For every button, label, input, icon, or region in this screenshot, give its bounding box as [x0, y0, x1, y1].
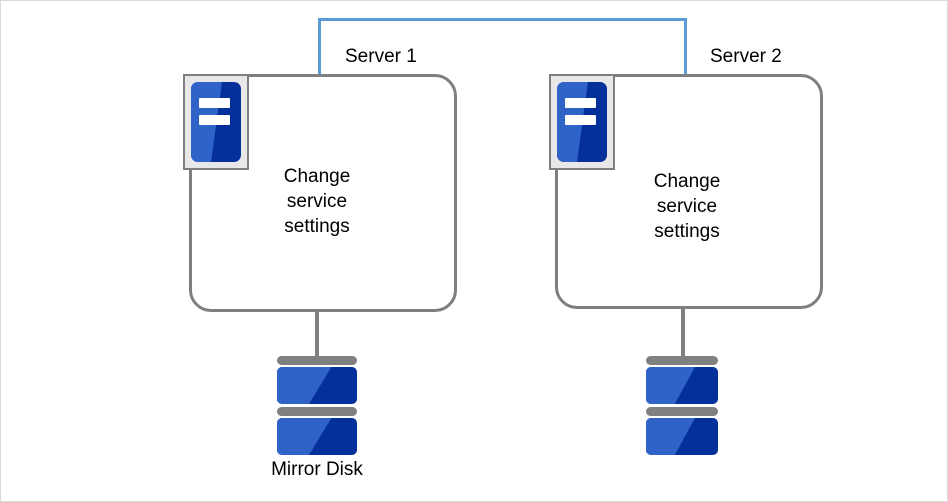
disk-platter-upper [646, 367, 718, 404]
server-icon-bar-bottom [565, 114, 596, 126]
server-icon-glyph [191, 82, 241, 162]
disk-platter-upper [277, 367, 357, 404]
server-2-server-icon [549, 74, 615, 170]
cluster-link-bracket [318, 18, 687, 76]
server-icon-bar-bottom [199, 114, 230, 126]
server-2-label: Server 2 [710, 46, 782, 67]
disk-separator-middle [646, 407, 718, 416]
server-1-disk-connector [315, 312, 319, 359]
server-2-disk-connector [681, 309, 685, 359]
server-icon-bar-top [199, 98, 230, 109]
disk-platter-lower [277, 418, 357, 455]
mirror-disk-1-icon [277, 356, 357, 455]
server-2-body-text: Change service settings [653, 171, 721, 242]
server-1-server-icon [183, 74, 249, 170]
disk-platter-lower [646, 418, 718, 455]
server-icon-bar-top [565, 98, 596, 109]
mirror-disk-2-icon [646, 356, 718, 455]
disk-separator-top [646, 356, 718, 365]
server-1-label: Server 1 [345, 46, 417, 67]
server-1-body-text: Change service settings [283, 166, 351, 237]
server-icon-glyph [557, 82, 607, 162]
disk-separator-top [277, 356, 357, 365]
mirror-disk-label: Mirror Disk [271, 459, 363, 480]
disk-separator-middle [277, 407, 357, 416]
